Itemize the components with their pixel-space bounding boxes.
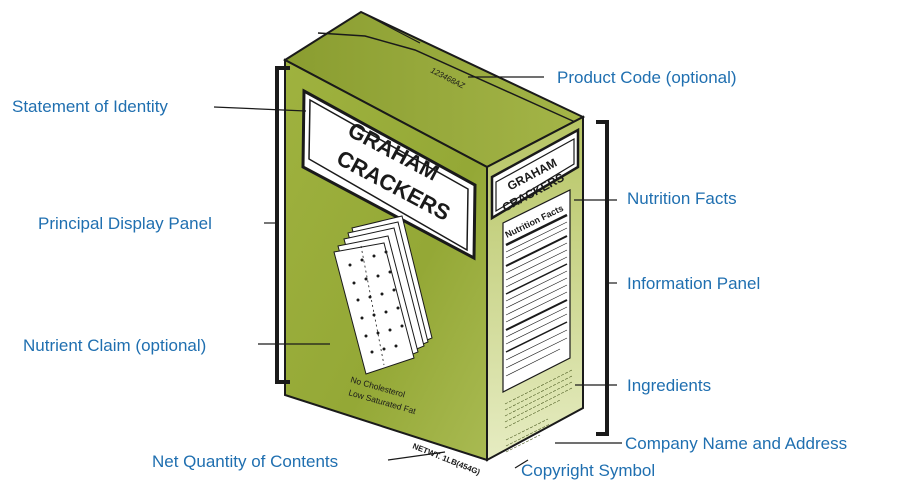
right-bracket (596, 120, 609, 436)
label-net-quantity: Net Quantity of Contents (152, 452, 339, 471)
label-company-name: Company Name and Address (625, 434, 848, 453)
label-nutrition-facts: Nutrition Facts (627, 189, 737, 208)
label-information-panel: Information Panel (627, 274, 761, 293)
label-product-code: Product Code (optional) (557, 68, 737, 87)
nutrition-lines (505, 213, 568, 377)
label-statement-of-identity: Statement of Identity (12, 97, 168, 116)
front-title-label (301, 88, 477, 261)
company-address-text (505, 418, 551, 453)
cracker-dots (348, 250, 404, 354)
side-title-label (490, 127, 580, 221)
nutrition-facts-panel (502, 189, 571, 393)
ingredients-text (504, 369, 573, 429)
box-top-flap-line-2 (360, 11, 421, 44)
label-ingredients: Ingredients (627, 376, 712, 395)
left-bracket (275, 66, 290, 384)
box-top-flap-line (317, 32, 576, 123)
label-copyright: Copyright Symbol (521, 461, 656, 480)
leader-lines (213, 76, 622, 469)
label-nutrient-claim: Nutrient Claim (optional) (23, 336, 207, 355)
label-principal-display-panel: Principal Display Panel (38, 214, 212, 233)
